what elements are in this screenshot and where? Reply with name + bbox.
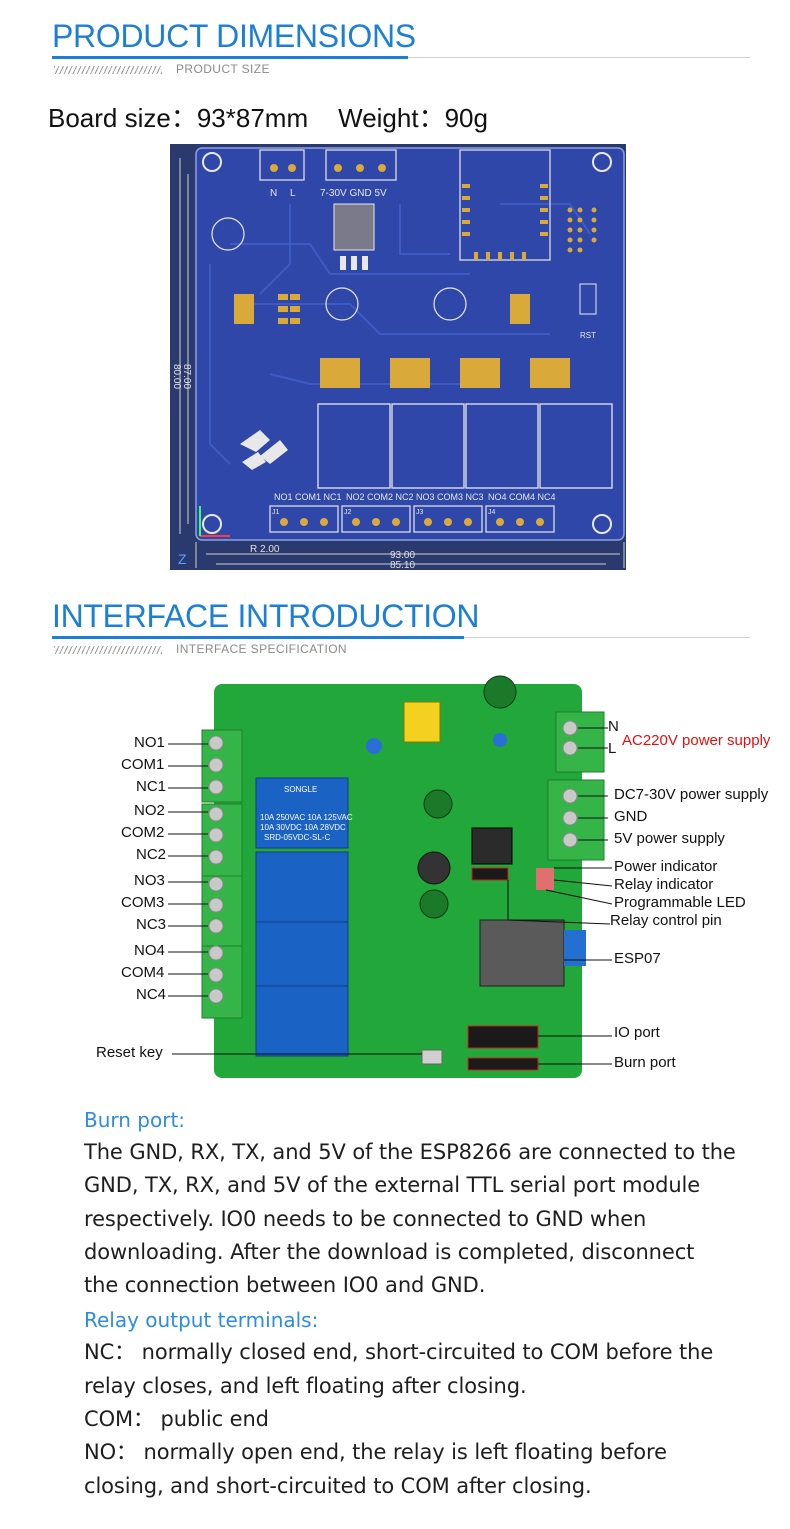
relay-rating-2: 10A 30VDC 10A 28VDC: [260, 823, 346, 832]
hatch-decoration: [54, 646, 162, 654]
spec-line: Board size：93*87mm Weight：90g: [48, 98, 518, 135]
section-title: PRODUCT DIMENSIONS: [52, 18, 416, 54]
dc-terminal-label: 7-30V GND 5V: [320, 188, 387, 199]
connector-j2-label: J2: [344, 509, 352, 516]
section-header-interface: INTERFACE INTRODUCTION INTERFACE SPECIFI…: [52, 598, 752, 658]
rst-label: RST: [580, 331, 596, 340]
label-programmable-led: Programmable LED: [614, 894, 746, 911]
hatch-decoration: [54, 66, 162, 74]
esp-module-footprint: [459, 149, 551, 261]
axis-z-label: Z: [178, 551, 187, 567]
relays: [255, 777, 349, 1057]
terminal-l-label: L: [290, 188, 296, 199]
section-subtitle: PRODUCT SIZE: [176, 62, 270, 76]
dim-width-label: 93.00: [390, 550, 415, 561]
relay-line-1: NC： normally closed end, short-circuited…: [84, 1340, 714, 1365]
relay-model: SRD-05VDC-SL-C: [264, 833, 330, 842]
transformer: [403, 701, 441, 743]
label-no2: NO2: [134, 802, 165, 819]
ac-terminal: [555, 711, 605, 773]
relay-line-2: relay closes, and left floating after cl…: [84, 1373, 527, 1398]
board-photo: SONGLE 10A 250VAC 10A 125VAC 10A 30VDC 1…: [88, 668, 790, 1083]
label-relay-control-pin: Relay control pin: [610, 912, 722, 929]
section-subtitle: INTERFACE SPECIFICATION: [176, 642, 347, 656]
burn-line-3: respectively. IO0 needs to be connected …: [84, 1206, 647, 1231]
label-n: N: [608, 718, 619, 735]
reset-key: [421, 1049, 443, 1065]
mount-hole: [202, 514, 222, 534]
label-no3: NO3: [134, 872, 165, 889]
relay-line-3: COM： public end: [84, 1407, 269, 1432]
label-5v-power: 5V power supply: [614, 830, 725, 847]
relay-output-heading: Relay output terminals:: [84, 1308, 319, 1333]
esp07-module: [479, 919, 565, 987]
burn-line-5: the connection between IO0 and GND.: [84, 1273, 486, 1298]
logo-icon: [240, 430, 288, 470]
regulator: [471, 827, 513, 865]
mount-hole: [592, 152, 612, 172]
label-power-indicator: Power indicator: [614, 858, 718, 875]
burn-port: [467, 1057, 539, 1071]
relay-rating-1: 10A 250VAC 10A 125VAC: [260, 813, 353, 822]
section-rule-thin: [464, 637, 750, 638]
relay2-label: NO2 COM2 NC2: [346, 492, 414, 502]
label-l: L: [608, 740, 617, 757]
mount-hole: [202, 152, 222, 172]
regulator-footprint: [333, 203, 375, 251]
label-reset-key: Reset key: [96, 1044, 163, 1061]
dim-height-label: 87.00: [181, 364, 192, 389]
weight-text: Weight：90g: [338, 103, 488, 133]
burn-line-4: downloading. After the download is compl…: [84, 1239, 695, 1264]
relay-line-4: NO： normally open end, the relay is left…: [84, 1440, 667, 1465]
connector-j4-label: J4: [488, 509, 496, 516]
label-nc2: NC2: [136, 846, 167, 863]
section-rule: [52, 636, 464, 639]
relay4-label: NO4 COM4 NC4: [488, 492, 556, 502]
description-text: Burn port: The GND, RX, TX, and 5V of th…: [84, 1104, 784, 1503]
relay-line-5: closing, and short-circuited to COM afte…: [84, 1473, 592, 1498]
relay3-label: NO3 COM3 NC3: [416, 492, 484, 502]
dim-width-inner-label: 85.10: [390, 560, 415, 570]
io-port: [467, 1025, 539, 1049]
section-rule: [52, 56, 408, 59]
connector-j1-label: J1: [272, 509, 280, 516]
section-title: INTERFACE INTRODUCTION: [52, 598, 480, 634]
label-com4: COM4: [121, 964, 165, 981]
pcb-drawing: N L 7-30V GND 5V: [170, 144, 626, 570]
label-ac-power: AC220V power supply: [622, 732, 771, 749]
label-dc-power: DC7-30V power supply: [614, 786, 769, 803]
label-burn-port: Burn port: [614, 1054, 676, 1071]
board-size-text: Board size：93*87mm: [48, 103, 309, 133]
label-com1: COM1: [121, 756, 165, 773]
section-rule-thin: [408, 57, 750, 58]
dim-height-inner-label: 80.00: [171, 364, 182, 389]
label-nc4: NC4: [136, 986, 167, 1003]
dim-radius-label: R 2.00: [250, 544, 280, 555]
label-no1: NO1: [134, 734, 165, 751]
label-nc3: NC3: [136, 916, 167, 933]
burn-port-heading: Burn port:: [84, 1108, 186, 1132]
label-esp07: ESP07: [614, 950, 661, 967]
label-io-port: IO port: [614, 1024, 660, 1041]
pcb-board-outline: [195, 147, 625, 541]
label-gnd: GND: [614, 808, 648, 825]
label-com2: COM2: [121, 824, 165, 841]
label-com3: COM3: [121, 894, 165, 911]
section-header-dimensions: PRODUCT DIMENSIONS PRODUCT SIZE: [52, 18, 752, 78]
relay1-label: NO1 COM1 NC1: [274, 492, 342, 502]
connector-j3-label: J3: [416, 509, 424, 516]
label-relay-indicator: Relay indicator: [614, 876, 714, 893]
label-no4: NO4: [134, 942, 165, 959]
terminal-n-label: N: [270, 188, 277, 199]
burn-line-2: GND, TX, RX, and 5V of the external TTL …: [84, 1173, 701, 1198]
label-nc1: NC1: [136, 778, 167, 795]
burn-line-1: The GND, RX, TX, and 5V of the ESP8266 a…: [84, 1140, 736, 1164]
relay-brand: SONGLE: [284, 785, 317, 794]
mount-hole: [592, 514, 612, 534]
